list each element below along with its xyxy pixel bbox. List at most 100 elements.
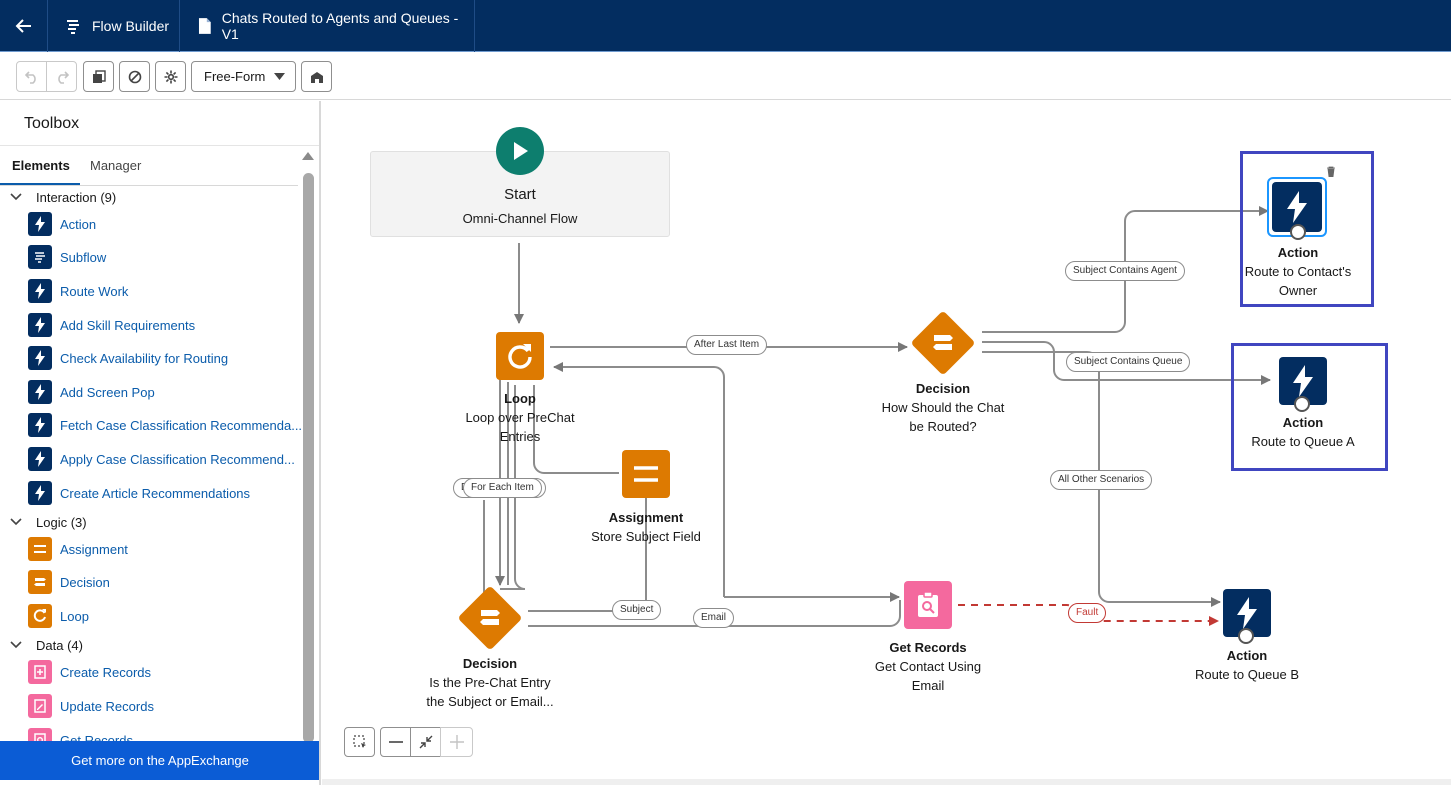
gear-icon bbox=[164, 70, 177, 83]
update-record-icon bbox=[28, 694, 52, 718]
toolbox-item-add-skill-requirements[interactable]: Add Skill Requirements bbox=[28, 312, 195, 338]
item-label: Add Skill Requirements bbox=[60, 317, 196, 333]
connector-label-subject-contains-agent[interactable]: Subject Contains Agent bbox=[1065, 261, 1185, 281]
toolbox-item-check-availability[interactable]: Check Availability for Routing bbox=[28, 345, 228, 371]
copy-button[interactable] bbox=[83, 61, 114, 92]
divider bbox=[0, 185, 298, 186]
get-record-icon bbox=[918, 591, 938, 617]
flow-title-tab[interactable]: Chats Routed to Agents and Queues - V1 bbox=[180, 0, 475, 52]
disable-button[interactable] bbox=[119, 61, 150, 92]
action-owner-line1: Route to Contact's bbox=[1244, 264, 1352, 279]
assignment-node[interactable] bbox=[622, 450, 670, 498]
decision1-line1: How Should the Chat bbox=[881, 400, 1005, 415]
connector-label-subject-contains-queue[interactable]: Subject Contains Queue bbox=[1066, 352, 1191, 372]
item-label: Create Records bbox=[60, 664, 152, 680]
decision2-line2: the Subject or Email... bbox=[426, 694, 554, 709]
get-records-line1: Get Contact Using bbox=[874, 659, 982, 674]
item-label: Fetch Case Classification Recommenda... bbox=[60, 417, 303, 433]
back-button[interactable] bbox=[0, 0, 48, 52]
scrollbar-thumb[interactable] bbox=[303, 173, 314, 743]
equals-icon bbox=[28, 537, 52, 561]
marquee-select-button[interactable] bbox=[344, 727, 375, 757]
action-queue-a-text: Route to Queue A bbox=[1251, 434, 1355, 449]
copy-icon bbox=[92, 69, 106, 83]
back-arrow-icon bbox=[15, 19, 31, 33]
action-node-owner[interactable] bbox=[1272, 182, 1322, 232]
connector-label-all-other-scenarios[interactable]: All Other Scenarios bbox=[1050, 470, 1153, 490]
toolbox-panel: Toolbox Elements Manager Interaction (9)… bbox=[0, 101, 321, 785]
fit-view-button[interactable] bbox=[410, 727, 441, 757]
toolbox-item-decision[interactable]: Decision bbox=[28, 569, 110, 595]
toolbox-item-action[interactable]: Action bbox=[28, 211, 96, 237]
tab-manager[interactable]: Manager bbox=[90, 158, 142, 173]
layout-mode-select[interactable]: Free-Form bbox=[191, 61, 296, 92]
start-subtitle: Omni-Channel Flow bbox=[462, 211, 578, 226]
connector-label-fault[interactable]: Fault bbox=[1068, 603, 1107, 623]
item-label: Check Availability for Routing bbox=[60, 350, 229, 366]
equals-icon bbox=[634, 466, 658, 482]
toolbox-item-subflow[interactable]: Subflow bbox=[28, 244, 106, 270]
flow-icon bbox=[67, 20, 79, 34]
item-label: Update Records bbox=[60, 698, 154, 714]
undo-icon bbox=[24, 70, 36, 84]
tab-elements[interactable]: Elements bbox=[12, 158, 70, 173]
toolbox-item-fetch-case-classification[interactable]: Fetch Case Classification Recommenda... bbox=[28, 412, 302, 438]
lightning-icon bbox=[28, 481, 52, 505]
lightning-icon bbox=[1293, 365, 1313, 397]
scroll-up-icon[interactable] bbox=[301, 151, 315, 161]
active-tab-indicator bbox=[0, 183, 80, 185]
toolbox-item-route-work[interactable]: Route Work bbox=[28, 278, 128, 304]
zoom-in-button[interactable] bbox=[440, 727, 473, 757]
contract-icon bbox=[419, 735, 432, 749]
assignment-text: Store Subject Field bbox=[591, 529, 701, 544]
connector-handle[interactable] bbox=[1238, 628, 1254, 644]
action-owner-selection bbox=[1240, 151, 1374, 307]
toolbox-item-loop[interactable]: Loop bbox=[28, 603, 89, 629]
decision1-line2: be Routed? bbox=[909, 419, 977, 434]
signpost-icon bbox=[28, 570, 52, 594]
redo-button[interactable] bbox=[46, 61, 77, 92]
section-interaction[interactable]: Interaction (9) bbox=[10, 187, 116, 207]
lightning-icon bbox=[28, 313, 52, 337]
section-data[interactable]: Data (4) bbox=[10, 635, 83, 655]
lightning-icon bbox=[28, 279, 52, 303]
connector-label-subject[interactable]: Subject bbox=[612, 600, 662, 620]
delete-icon[interactable] bbox=[1326, 166, 1336, 177]
connector-handle[interactable] bbox=[1290, 224, 1306, 240]
app-switcher[interactable]: Flow Builder bbox=[48, 0, 180, 52]
action-queue-b-text: Route to Queue B bbox=[1194, 667, 1300, 682]
decision2-line1: Is the Pre-Chat Entry bbox=[429, 675, 551, 690]
scrollbar[interactable] bbox=[301, 151, 315, 743]
create-record-icon bbox=[28, 660, 52, 684]
get-records-node[interactable] bbox=[904, 581, 952, 629]
toolbox-item-apply-case-classification[interactable]: Apply Case Classification Recommend... bbox=[28, 446, 295, 472]
connector-handle[interactable] bbox=[1294, 396, 1310, 412]
toolbox-item-add-screen-pop[interactable]: Add Screen Pop bbox=[28, 379, 155, 405]
toolbox-item-assignment[interactable]: Assignment bbox=[28, 536, 128, 562]
toolbox-item-create-records[interactable]: Create Records bbox=[28, 659, 151, 685]
item-label: Loop bbox=[60, 608, 89, 624]
lightning-icon bbox=[1237, 597, 1257, 629]
org-toggle-button[interactable] bbox=[301, 61, 332, 92]
toolbox-title: Toolbox bbox=[24, 115, 80, 132]
loop-node[interactable] bbox=[496, 332, 544, 380]
section-logic[interactable]: Logic (3) bbox=[10, 512, 87, 532]
zoom-out-button[interactable] bbox=[380, 727, 411, 757]
undo-button[interactable] bbox=[16, 61, 47, 92]
connector-label-email[interactable]: Email bbox=[693, 608, 735, 628]
connector-label-for-each-item[interactable]: For Each Item bbox=[463, 478, 542, 498]
action-queue-a-selection bbox=[1231, 343, 1388, 471]
chevron-down-icon bbox=[10, 518, 22, 526]
settings-button[interactable] bbox=[155, 61, 186, 92]
toolbox-item-create-article-recommendations[interactable]: Create Article Recommendations bbox=[28, 480, 250, 506]
lightning-icon bbox=[28, 346, 52, 370]
appexchange-button[interactable]: Get more on the AppExchange bbox=[0, 741, 319, 780]
connector-label-after-last-item[interactable]: After Last Item bbox=[686, 335, 768, 355]
toolbox-item-update-records[interactable]: Update Records bbox=[28, 693, 154, 719]
